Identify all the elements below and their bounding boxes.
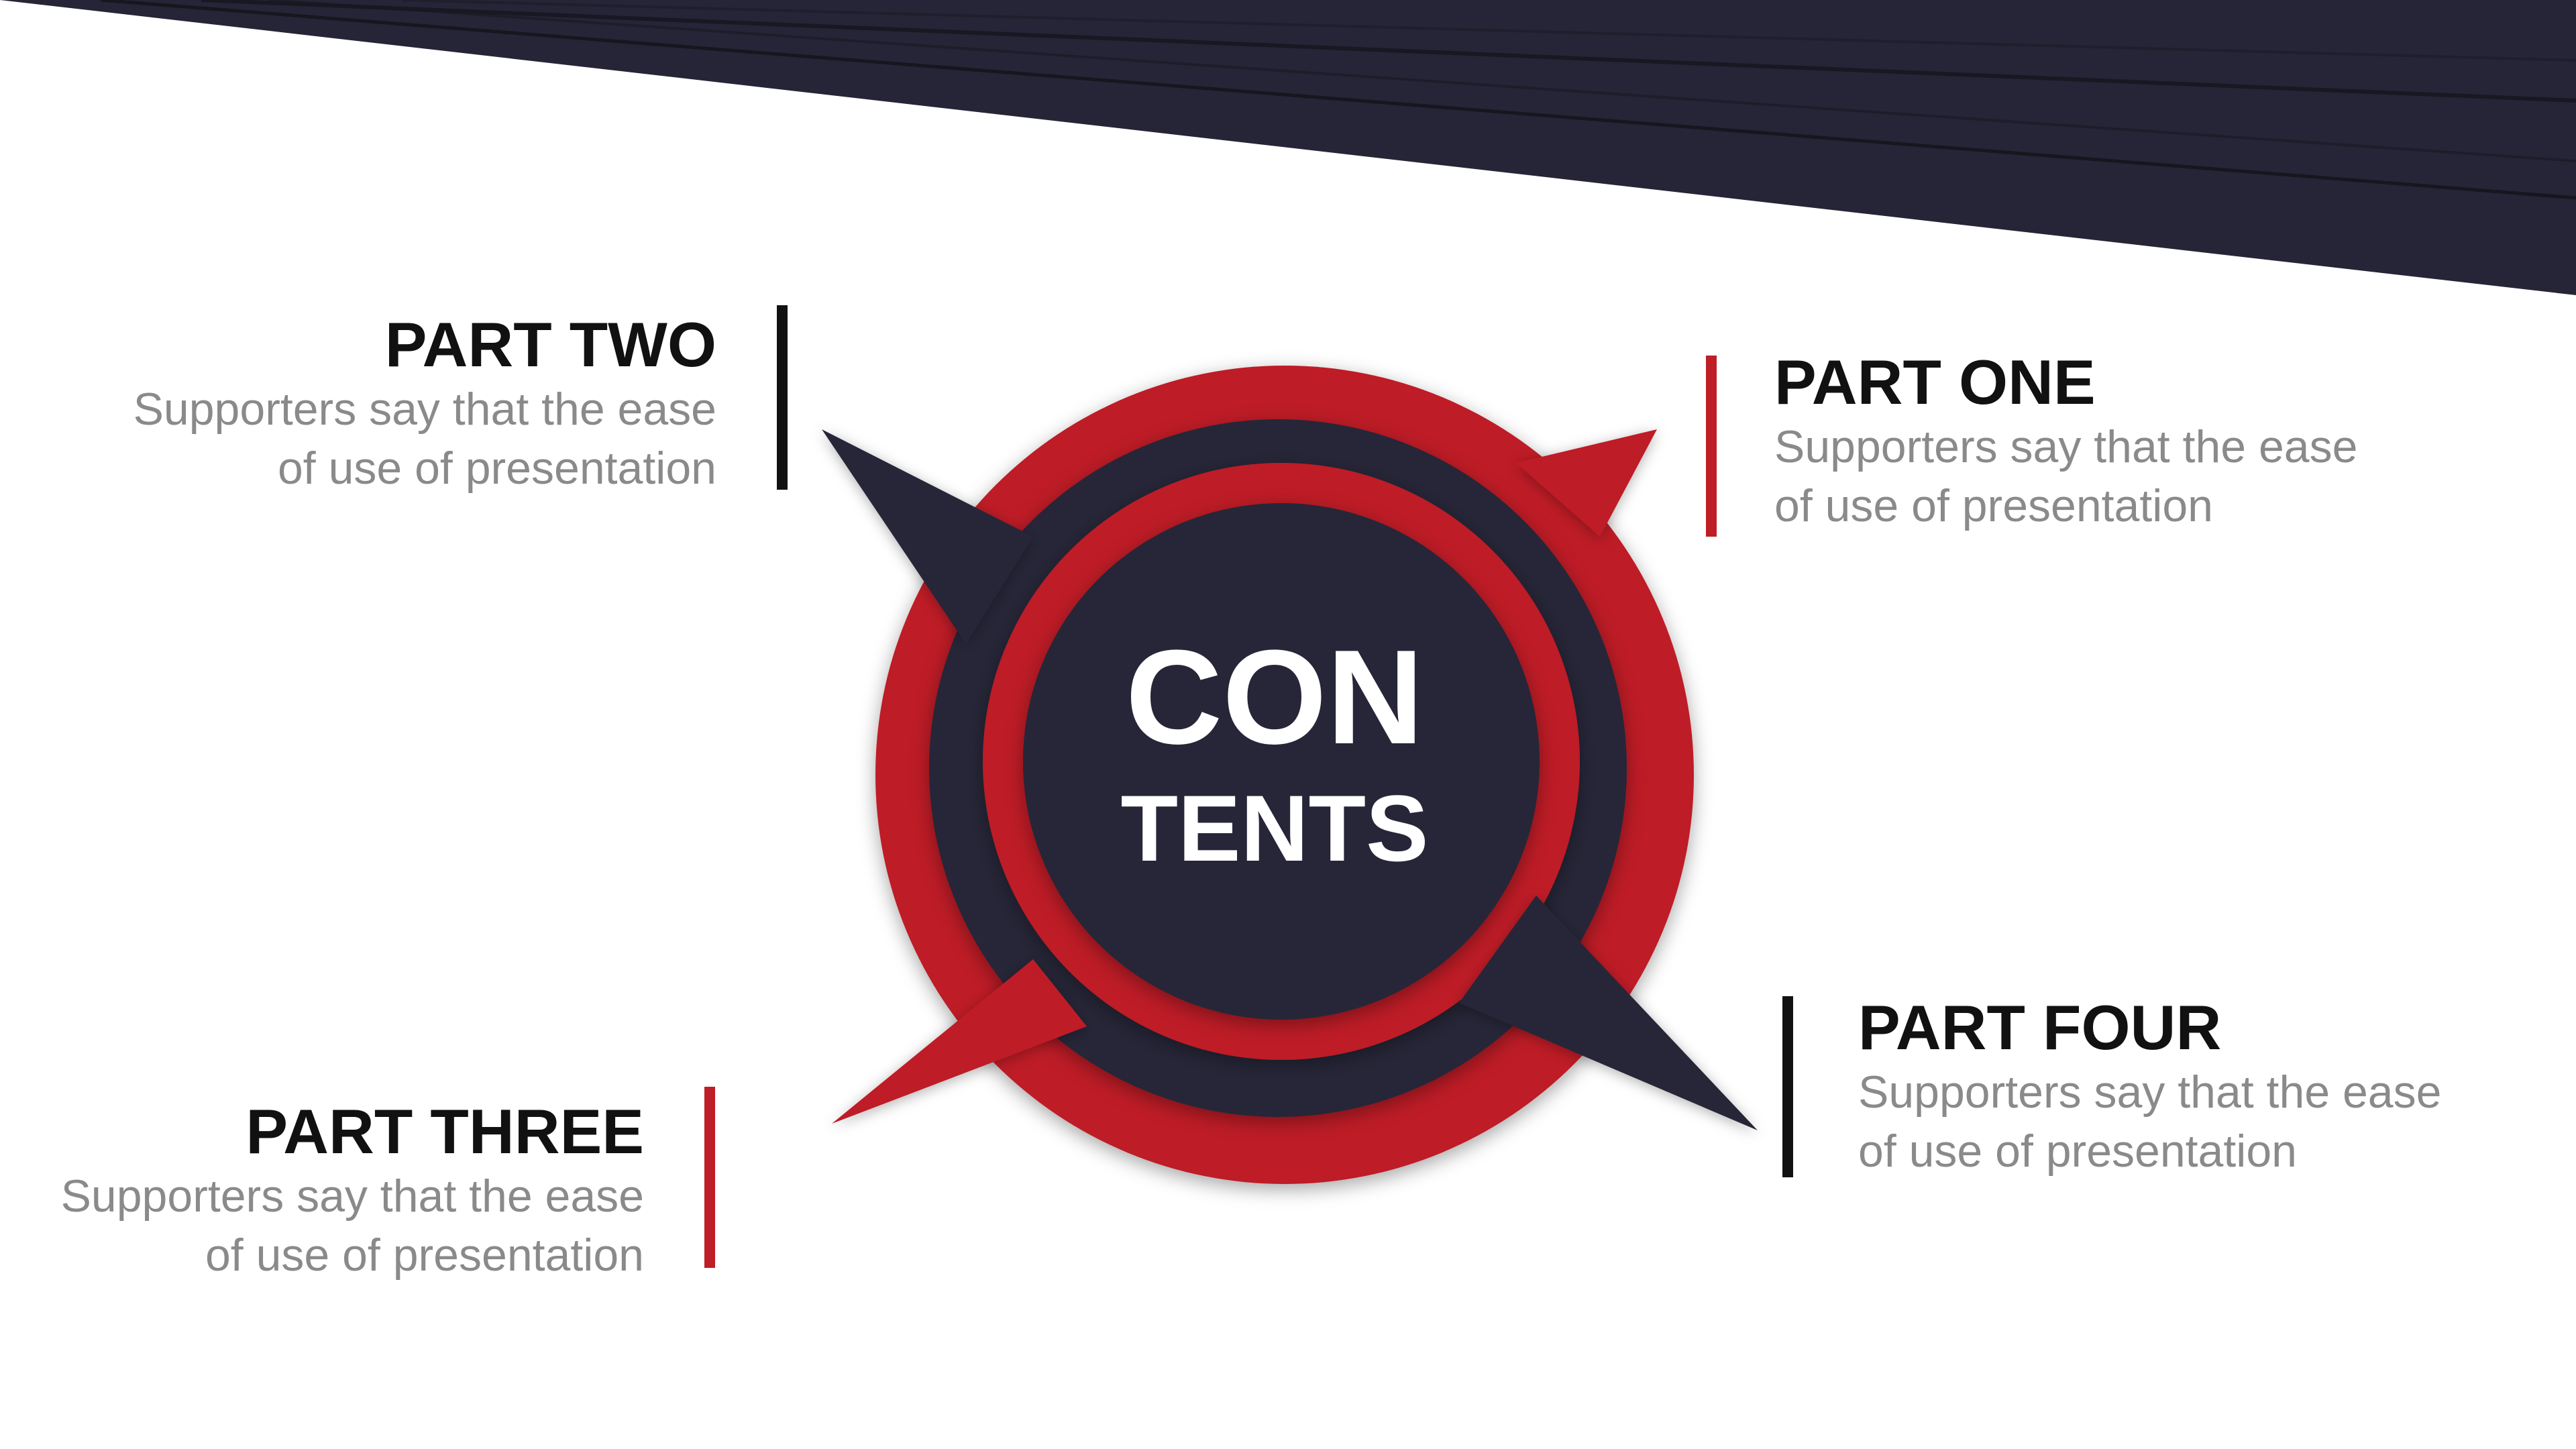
bar-part-one	[1706, 356, 1717, 537]
part-four-heading: PART FOUR	[1858, 992, 2222, 1063]
contents-title: CON TENTS	[1073, 631, 1476, 879]
part-one-description: Supporters say that the ease of use of p…	[1774, 421, 2358, 531]
pointer-part-four	[1459, 896, 1758, 1130]
part-two-block: PART TWO Supporters say that the ease of…	[113, 310, 716, 498]
bar-part-three	[704, 1087, 715, 1268]
part-four-block: PART FOUR Supporters say that the ease o…	[1858, 993, 2462, 1181]
bar-part-two	[777, 305, 788, 490]
part-four-description: Supporters say that the ease of use of p…	[1858, 1067, 2442, 1177]
pointer-part-one	[1516, 429, 1657, 537]
contents-title-line2: TENTS	[1120, 775, 1429, 881]
part-one-block: PART ONE Supporters say that the ease of…	[1774, 347, 2378, 535]
bar-part-four	[1782, 996, 1793, 1177]
part-two-heading: PART TWO	[384, 309, 716, 380]
contents-title-line1: CON	[1125, 623, 1424, 772]
pointer-part-three	[832, 959, 1087, 1124]
top-banner	[0, 0, 2576, 295]
pointer-part-two	[822, 429, 1033, 644]
part-three-block: PART THREE Supporters say that the ease …	[40, 1097, 644, 1285]
inner-navy-core	[1023, 503, 1540, 1020]
part-three-description: Supporters say that the ease of use of p…	[60, 1171, 644, 1281]
part-two-description: Supporters say that the ease of use of p…	[133, 384, 716, 494]
part-three-heading: PART THREE	[246, 1096, 644, 1167]
part-one-heading: PART ONE	[1774, 347, 2096, 417]
